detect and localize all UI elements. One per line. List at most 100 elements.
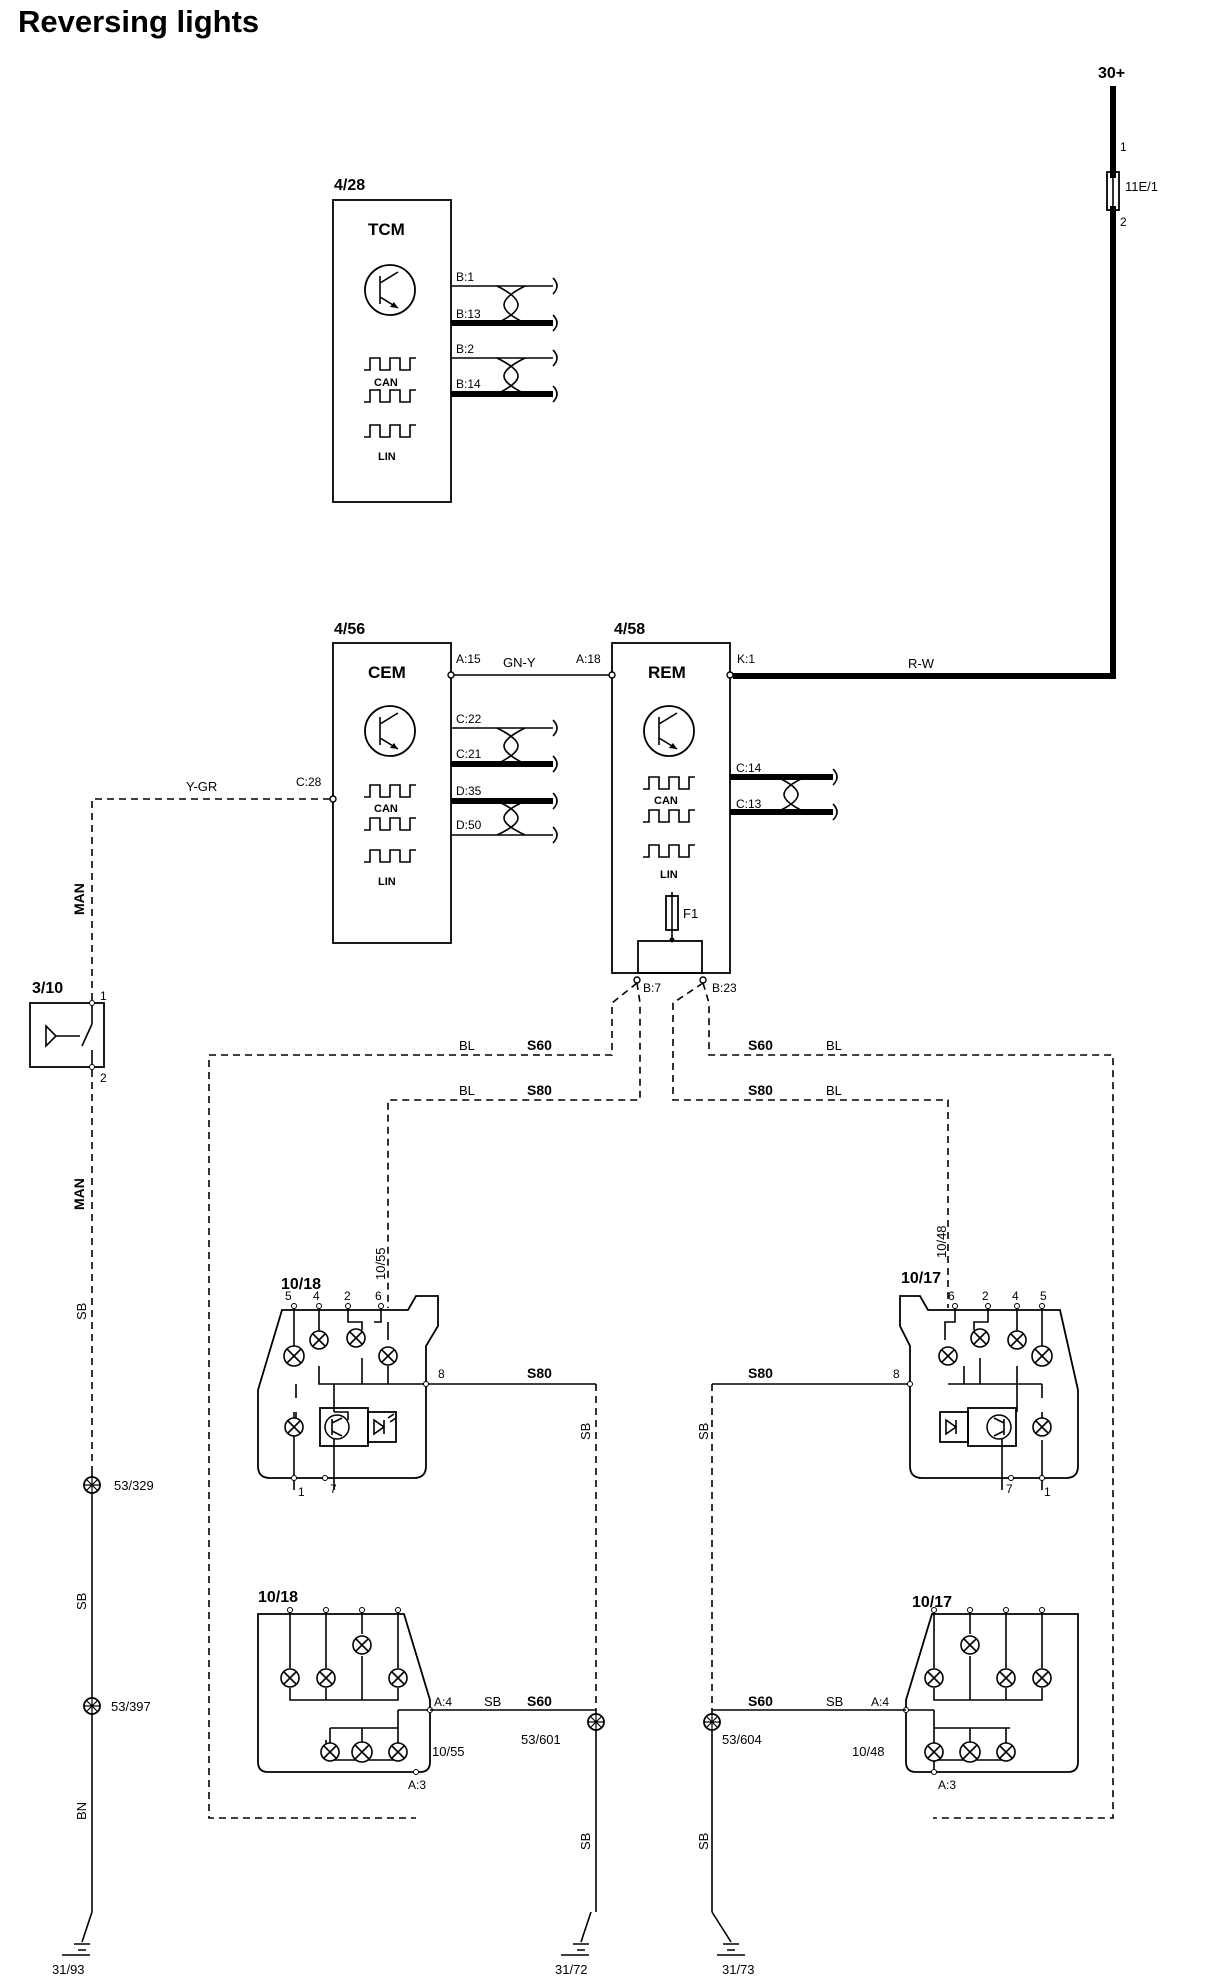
- variant-label: 10/48: [852, 1744, 885, 1759]
- tcm-name: TCM: [368, 220, 405, 239]
- fuse-pin-1: 1: [1120, 140, 1127, 154]
- rem-fuse-label: F1: [683, 906, 698, 921]
- variant-label: 10/55: [432, 1744, 465, 1759]
- lamp-pin: A:3: [408, 1778, 426, 1792]
- power-supply: 30+ 1 2 11E/1 R-W: [733, 65, 1158, 679]
- lamp-pin: 1: [298, 1485, 305, 1499]
- transistor-icon: [364, 264, 416, 316]
- variant-label: 10/48: [934, 1225, 949, 1258]
- transistor-icon: [364, 705, 416, 757]
- lamp-pin: 5: [285, 1289, 292, 1303]
- control-module-icon: [319, 1407, 397, 1447]
- splice-label: 53/601: [521, 1732, 561, 1747]
- wire-color-bl: BL: [459, 1083, 475, 1098]
- splice-label: 53/397: [111, 1699, 151, 1714]
- ground-label: 31/73: [722, 1962, 755, 1977]
- tcm-pin: B:14: [456, 377, 481, 391]
- lamp-icon: [351, 1741, 373, 1763]
- lamp-icon: [309, 1330, 329, 1350]
- lamp-pin: 7: [1006, 1482, 1013, 1496]
- lamp-unit-ref: 10/17: [901, 1270, 941, 1287]
- wire-color-sb: SB: [696, 1423, 711, 1440]
- tcm-lin-label: LIN: [378, 451, 396, 463]
- lamp-pin: 4: [1012, 1289, 1019, 1303]
- cem-module: 4/56 CEM CAN LIN A:15 C:22 C:21 D:35 D:5…: [296, 621, 558, 944]
- wire-color-sb: SB: [74, 1303, 89, 1320]
- lamp-pin: 2: [344, 1289, 351, 1303]
- ground-icon: [62, 1911, 93, 1956]
- lamp-icon: [320, 1742, 340, 1762]
- splice-icon: [83, 1697, 101, 1715]
- lamp-unit-right-upper: 10/17 6 2 4 5 8 7 1 S80: [712, 1270, 1079, 1499]
- lamp-icon: [924, 1742, 944, 1762]
- splice-label: 53/329: [114, 1478, 154, 1493]
- wire-color-sb: SB: [578, 1423, 593, 1440]
- switch-pin-2: 2: [100, 1071, 107, 1085]
- rem-pin: B:7: [643, 981, 661, 995]
- rem-can-label: CAN: [654, 795, 678, 807]
- can-waveform-icon: [643, 776, 695, 823]
- lamp-icon: [996, 1668, 1016, 1688]
- wire-color-r-w: R-W: [908, 656, 935, 671]
- rem-lin-label: LIN: [660, 869, 678, 881]
- lamp-icon: [1031, 1345, 1053, 1367]
- lamp-pin: 6: [948, 1289, 955, 1303]
- lamp-icon: [970, 1328, 990, 1348]
- lamp-unit-ref: 10/18: [281, 1276, 321, 1293]
- variant-s80: S80: [527, 1082, 552, 1098]
- rem-fuse-icon: [637, 892, 703, 974]
- variant-s80: S80: [527, 1365, 552, 1381]
- lamp-pin: 1: [1044, 1485, 1051, 1499]
- wire-label-man: MAN: [71, 1178, 87, 1210]
- wire-color-bl: BL: [826, 1038, 842, 1053]
- tcm-twisted-pair-icon: [451, 277, 558, 403]
- lamp-unit-right-lower: 10/17 A:4 A:3 10/48: [852, 1594, 1079, 1792]
- splice-icon: [83, 1476, 101, 1494]
- tcm-can-label: CAN: [374, 377, 398, 389]
- lamp-icon: [388, 1742, 408, 1762]
- lamp-icon: [938, 1346, 958, 1366]
- lamp-pin: 5: [1040, 1289, 1047, 1303]
- wire-color-sb: SB: [74, 1593, 89, 1610]
- lamp-pin: A:4: [434, 1695, 452, 1709]
- transistor-icon: [643, 705, 695, 757]
- ground-label: 31/72: [555, 1962, 588, 1977]
- lamp-icon: [960, 1635, 980, 1655]
- lamp-pin: 4: [313, 1289, 320, 1303]
- lamp-pin: A:3: [938, 1778, 956, 1792]
- splice-icon: [587, 1713, 605, 1731]
- lamp-icon: [346, 1328, 366, 1348]
- rem-pin: B:23: [712, 981, 737, 995]
- tcm-pin: B:2: [456, 342, 474, 356]
- page-title: Reversing lights: [18, 4, 259, 39]
- cem-pin: A:15: [456, 652, 481, 666]
- can-waveform-icon: [364, 784, 416, 831]
- can-waveform-icon: [364, 357, 416, 403]
- splice-label: 53/604: [722, 1732, 762, 1747]
- cem-pin: D:50: [456, 818, 482, 832]
- lamp-icon: [283, 1345, 305, 1367]
- ground-label: 31/93: [52, 1962, 85, 1977]
- variant-s80: S80: [748, 1082, 773, 1098]
- cem-pin: C:22: [456, 712, 482, 726]
- fuse-pin-2: 2: [1120, 215, 1127, 229]
- lamp-icon: [924, 1668, 944, 1688]
- tcm-pin: B:1: [456, 270, 474, 284]
- rem-pin: A:18: [576, 652, 601, 666]
- lin-waveform-icon: [364, 424, 416, 438]
- lamp-icon: [388, 1668, 408, 1688]
- splice-icon: [703, 1713, 721, 1731]
- lin-waveform-icon: [364, 849, 416, 863]
- rem-module: 4/58 REM CAN LIN F1 A:18 K:1 C:14 C:13 B…: [576, 621, 838, 995]
- variant-s80: S80: [748, 1365, 773, 1381]
- lamp-unit-left-upper: 10/18 5 4 2 6 8 1 7 S80: [257, 1276, 596, 1499]
- cem-pin: D:35: [456, 784, 482, 798]
- wire-color-gn-y: GN-Y: [503, 655, 536, 670]
- lamp-icon: [280, 1668, 300, 1688]
- lamp-icon: [1032, 1668, 1052, 1688]
- rem-name: REM: [648, 663, 686, 682]
- lamp-unit-ref: 10/17: [912, 1594, 952, 1611]
- switch-ref: 3/10: [32, 980, 63, 997]
- lamp-icon: [1007, 1330, 1027, 1350]
- wire-color-sb: SB: [826, 1694, 843, 1709]
